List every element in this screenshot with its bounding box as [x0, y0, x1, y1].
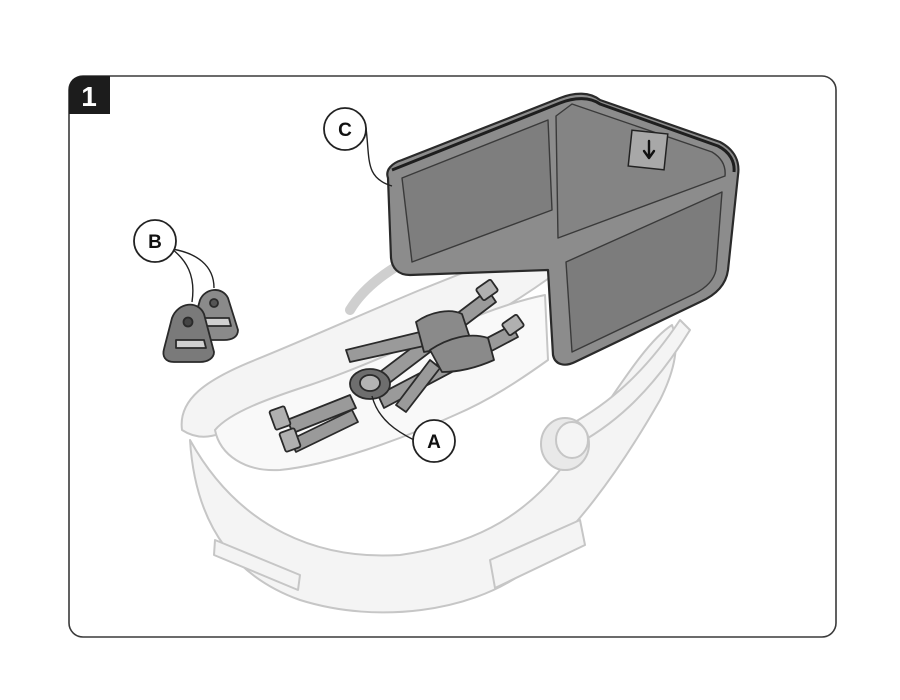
step-badge: 1 [69, 76, 110, 114]
callout-leader-lines [171, 127, 415, 441]
callout-c-letter: C [338, 120, 352, 141]
buckle-covers-part-b [162, 289, 239, 363]
callout-b-letter: B [148, 232, 162, 253]
down-arrow-icon [627, 129, 669, 171]
harness-part-a [268, 278, 525, 453]
step-number: 1 [81, 81, 97, 112]
callout-a-letter: A [427, 432, 441, 453]
callout-c: C [323, 107, 367, 151]
callout-a: A [412, 419, 456, 463]
callout-b: B [133, 219, 177, 263]
